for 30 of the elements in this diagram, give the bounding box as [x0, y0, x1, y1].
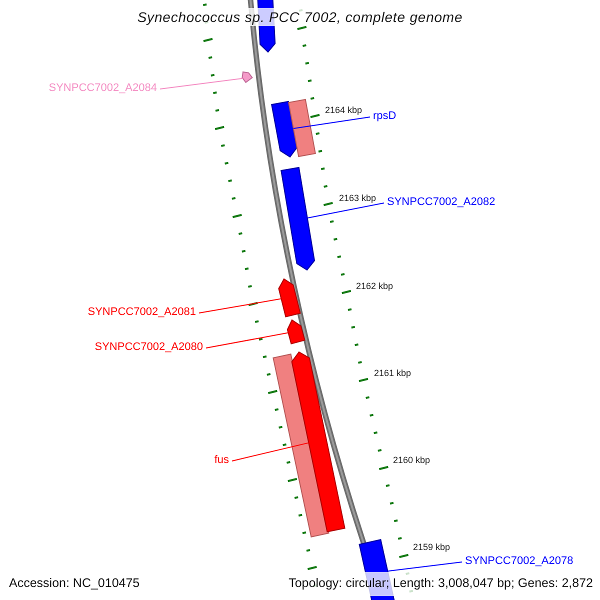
gene-block [242, 71, 253, 84]
gene-label: SYNPCC7002_A2081 [88, 305, 196, 319]
leader-line [198, 298, 282, 314]
accession-text: Accession: NC_010475 [9, 575, 140, 592]
gene-label: rpsD [373, 109, 396, 123]
tick-label: 2164 kbp [325, 105, 362, 116]
gene-block [272, 354, 330, 538]
leader-line [206, 332, 289, 348]
tick-label: 2161 kbp [374, 368, 412, 379]
tick-label: 2163 kbp [339, 193, 376, 204]
gene-label: SYNPCC7002_A2078 [465, 554, 574, 568]
gene-label: fus [214, 453, 229, 467]
gene-label: SYNPCC7002_A2082 [387, 195, 496, 209]
genome-stats-text: Topology: circular; Length: 3,008,047 bp; Genes: 2,872 [288, 575, 593, 592]
tick-label: 2159 kbp [413, 542, 450, 553]
gene-block [271, 100, 298, 158]
leader-line [232, 442, 310, 462]
tick-label: 2162 kbp [356, 281, 394, 292]
tick-label: 2160 kbp [393, 455, 430, 466]
gene-block [280, 166, 316, 271]
leader-line [292, 116, 370, 129]
gene-block [286, 319, 306, 344]
gene-block [288, 98, 316, 158]
gene-block [278, 278, 301, 318]
gene-block [291, 351, 346, 532]
leader-line [160, 78, 244, 90]
leader-line [306, 202, 384, 218]
gene-label: SYNPCC7002_A2080 [94, 340, 203, 354]
gene-label: SYNPCC7002_A2084 [48, 81, 157, 95]
leader-line [387, 562, 462, 572]
